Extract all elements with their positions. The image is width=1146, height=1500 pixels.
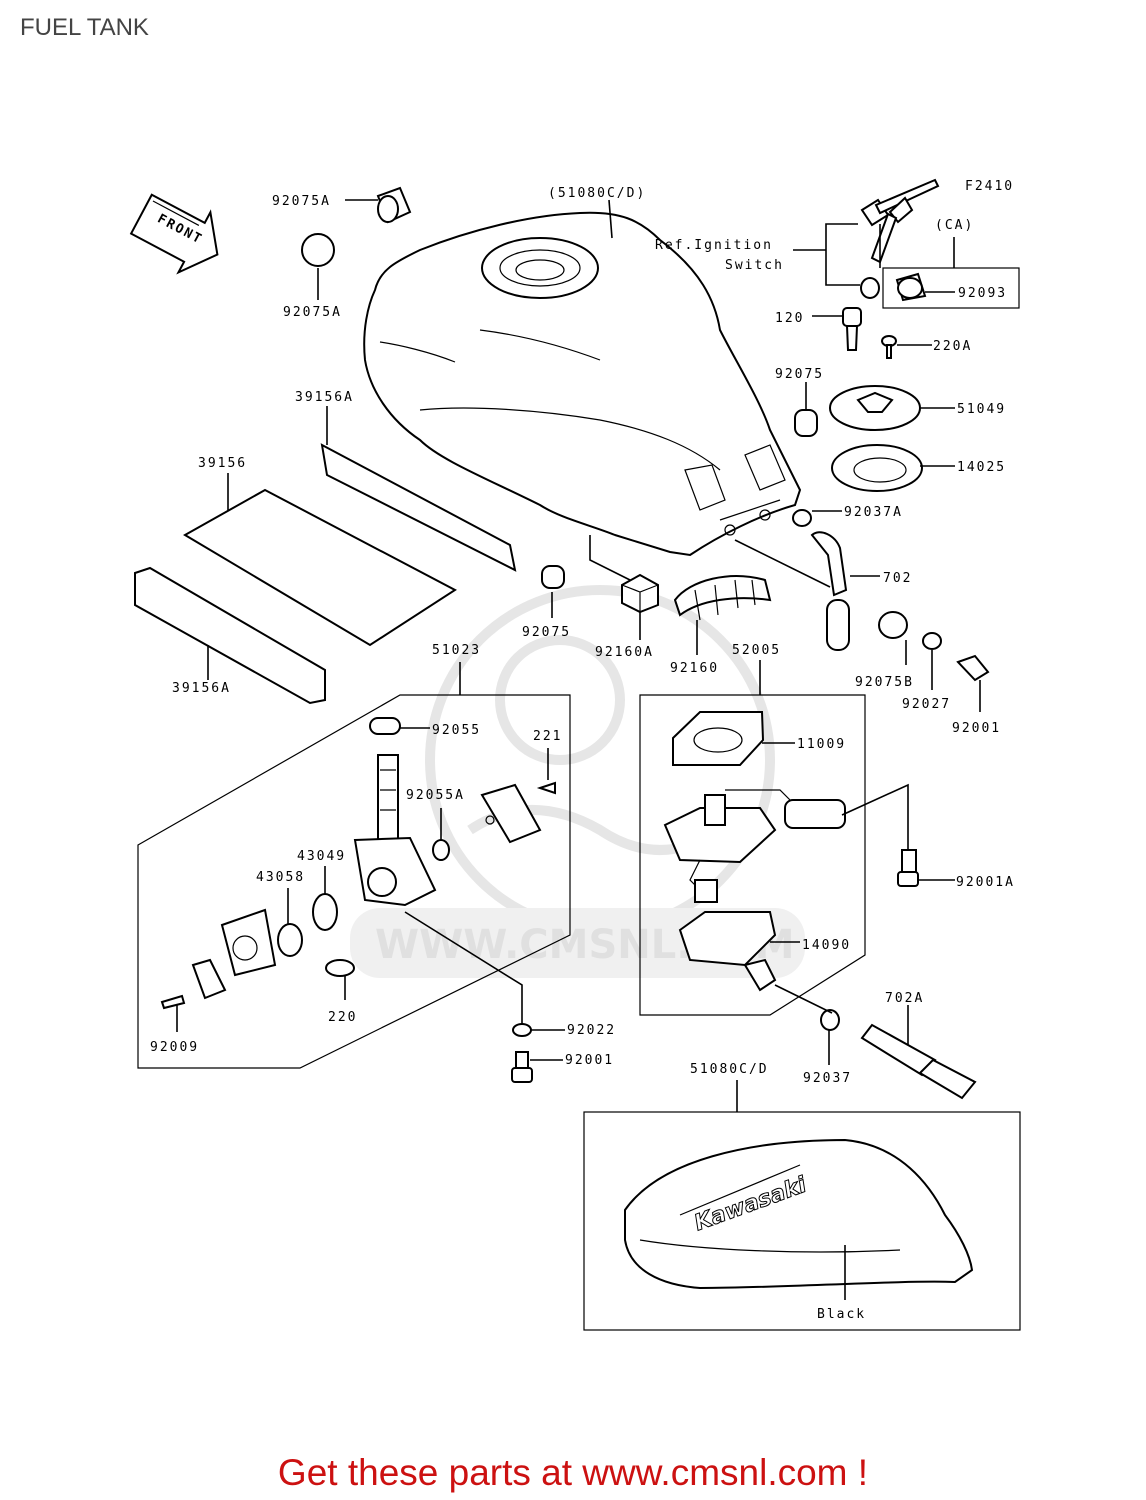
part-label-51049: 51049 xyxy=(957,402,1006,417)
key-icon xyxy=(860,178,940,264)
part-label-43049: 43049 xyxy=(297,849,346,864)
clip-92037 xyxy=(820,1009,840,1031)
part-label-92055A: 92055A xyxy=(406,788,465,803)
part-label-92160A: 92160A xyxy=(595,645,654,660)
note-ref-ignition: Ref.Ignition xyxy=(655,238,773,253)
part-label-92075-center: 92075 xyxy=(522,625,571,640)
note-black: Black xyxy=(817,1307,866,1322)
part-label-92037A: 92037A xyxy=(844,505,903,520)
part-label-14025: 14025 xyxy=(957,460,1006,475)
part-label-92075A-top: 92075A xyxy=(272,194,331,209)
pad-39156 xyxy=(183,488,457,647)
bolt-92001-right xyxy=(956,654,990,682)
front-arrow-icon xyxy=(129,193,219,275)
grommet-92075A-mid xyxy=(301,233,335,267)
note-ca: (CA) xyxy=(935,218,974,233)
part-label-51080CD-paren: (51080C/D) xyxy=(548,186,646,201)
washer-92022 xyxy=(512,1023,532,1037)
figure-code: F2410 xyxy=(965,179,1014,194)
fuel-tank xyxy=(363,211,802,557)
part-label-92027: 92027 xyxy=(902,697,951,712)
part-label-39156: 39156 xyxy=(198,456,247,471)
grommet-92075A-top xyxy=(376,186,412,224)
hose-702A xyxy=(860,1023,977,1100)
part-label-92075: 92075 xyxy=(775,367,824,382)
part-label-39156A-bottom: 39156A xyxy=(172,681,231,696)
clamp-92160 xyxy=(673,575,772,621)
screw-220A xyxy=(881,335,897,359)
part-label-92075B: 92075B xyxy=(855,675,914,690)
part-label-92055: 92055 xyxy=(432,723,481,738)
part-label-92022: 92022 xyxy=(567,1023,616,1038)
tank-decal-group xyxy=(583,1111,1021,1331)
part-label-92009: 92009 xyxy=(150,1040,199,1055)
fuel-pump-group-52005 xyxy=(639,694,866,1016)
bolt-92001-bottom xyxy=(511,1051,533,1083)
part-label-92037: 92037 xyxy=(803,1071,852,1086)
part-label-52005: 52005 xyxy=(732,643,781,658)
fuel-cock-group-51023 xyxy=(137,694,571,1069)
part-label-92001-bottom: 92001 xyxy=(565,1053,614,1068)
part-label-92001-right: 92001 xyxy=(952,721,1001,736)
part-label-120: 120 xyxy=(775,311,804,326)
part-label-220: 220 xyxy=(328,1010,357,1025)
note-ref-switch: Switch xyxy=(725,258,784,273)
part-label-92001A: 92001A xyxy=(956,875,1015,890)
cta-link[interactable]: Get these parts at www.cmsnl.com ! xyxy=(277,1452,869,1493)
block-92160A xyxy=(621,573,659,614)
filler-cap-51049 xyxy=(829,385,921,431)
gasket-14025 xyxy=(831,444,923,492)
parts-diagram: WWW.CMSNL.COM FRONT xyxy=(129,178,1021,1331)
part-label-51080CD: 51080C/D xyxy=(690,1062,769,1077)
part-label-702: 702 xyxy=(883,571,912,586)
pad-39156A-bottom xyxy=(134,566,326,705)
part-label-14090: 14090 xyxy=(802,938,851,953)
part-label-51023: 51023 xyxy=(432,643,481,658)
part-label-221: 221 xyxy=(533,729,562,744)
part-label-702A: 702A xyxy=(885,991,924,1006)
part-label-39156A-top: 39156A xyxy=(295,390,354,405)
part-label-43058: 43058 xyxy=(256,870,305,885)
part-label-92075A-mid: 92075A xyxy=(283,305,342,320)
part-label-11009: 11009 xyxy=(797,737,846,752)
bolt-92001A xyxy=(897,849,919,887)
leader-lines xyxy=(176,199,1020,1300)
grommet-92075 xyxy=(794,409,818,437)
part-label-220A: 220A xyxy=(933,339,972,354)
clip-92037A xyxy=(792,509,812,527)
page-title: FUEL TANK xyxy=(20,14,149,41)
cushion-92075-center xyxy=(541,565,565,589)
pad-39156A-top xyxy=(320,443,517,572)
hose-702 xyxy=(810,531,850,651)
bolt-120 xyxy=(842,307,862,351)
grommet-92075B xyxy=(878,611,908,639)
lock-cylinder-icon xyxy=(860,277,880,299)
washer-92027 xyxy=(922,632,942,650)
cap-92093 xyxy=(895,272,927,302)
part-label-92160: 92160 xyxy=(670,661,719,676)
part-label-92093: 92093 xyxy=(958,286,1007,301)
